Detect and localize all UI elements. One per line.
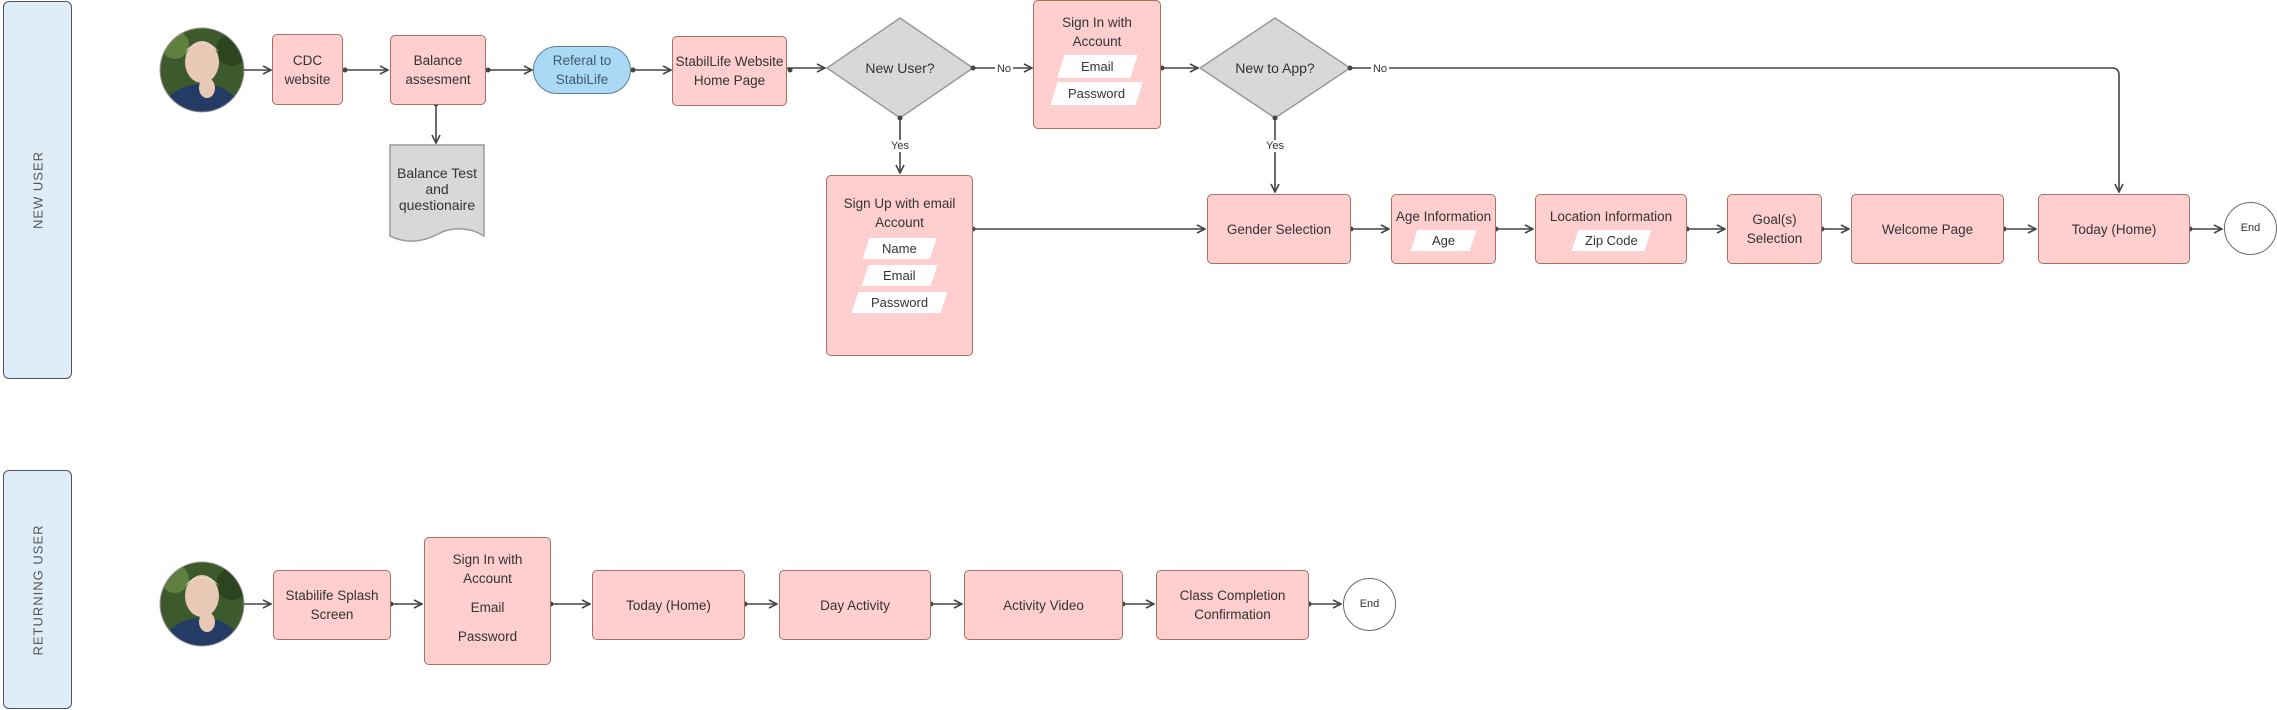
cdc-website-node[interactable]: CDC website	[272, 34, 343, 105]
email-field[interactable]: Email	[1056, 55, 1137, 78]
age-information-node[interactable]: Age Information Age	[1391, 194, 1496, 264]
edge-label-yes: Yes	[889, 140, 911, 152]
zip-code-field[interactable]: Zip Code	[1571, 230, 1651, 251]
edge-label-no: No	[1370, 63, 1390, 75]
gender-selection-node[interactable]: Gender Selection	[1207, 194, 1351, 264]
returning-end: End	[1343, 578, 1396, 631]
splash-screen-node[interactable]: Stabilife Splash Screen	[273, 570, 391, 640]
activity-video-node[interactable]: Activity Video	[964, 570, 1123, 640]
lane-returning-user: RETURNING USER	[3, 470, 72, 709]
password-label: Password	[457, 629, 518, 644]
password-field[interactable]: Password	[1050, 82, 1144, 105]
avatar-returning-user	[160, 562, 244, 646]
email-label: Email	[470, 600, 505, 615]
returning-sign-in-node[interactable]: Sign In with Account Email Password	[424, 537, 551, 665]
lane-label-returning-user: RETURNING USER	[30, 523, 45, 656]
new-to-app-decision-label: New to App?	[1235, 60, 1315, 76]
location-information-node[interactable]: Location Information Zip Code	[1535, 194, 1687, 264]
day-activity-node[interactable]: Day Activity	[779, 570, 931, 640]
welcome-page-node[interactable]: Welcome Page	[1851, 194, 2004, 264]
referral-stabilife-node[interactable]: Referal to StabiLife	[533, 46, 631, 94]
sign-up-email-node[interactable]: Sign Up with email Account Name Email Pa…	[826, 175, 973, 356]
balance-assessment-node[interactable]: Balance assesment	[390, 35, 486, 105]
lane-label-new-user: NEW USER	[30, 150, 45, 230]
goal-selection-node[interactable]: Goal(s) Selection	[1727, 194, 1822, 264]
website-home-page-node[interactable]: StabilLife Website Home Page	[672, 36, 787, 106]
edge-label-no: No	[994, 63, 1014, 75]
new-user-arrows	[244, 68, 2222, 229]
lane-new-user: NEW USER	[3, 1, 72, 379]
age-field[interactable]: Age	[1410, 230, 1477, 251]
new-user-decision-label: New User?	[865, 60, 935, 76]
edge-label-yes: Yes	[1264, 140, 1286, 152]
password-field[interactable]: Password	[851, 292, 948, 313]
sign-in-account-node[interactable]: Sign In with Account Email Password	[1033, 0, 1161, 129]
returning-today-home-node[interactable]: Today (Home)	[592, 570, 745, 640]
name-field[interactable]: Name	[862, 238, 937, 259]
class-completion-node[interactable]: Class Completion Confirmation	[1156, 570, 1309, 640]
balance-test-document	[389, 144, 485, 242]
today-home-node[interactable]: Today (Home)	[2038, 194, 2190, 264]
email-field[interactable]: Email	[861, 265, 938, 286]
new-user-end: End	[2224, 202, 2277, 255]
avatar-new-user	[160, 28, 244, 112]
balance-test-document-label: Balance Test and questionaire	[397, 165, 477, 213]
